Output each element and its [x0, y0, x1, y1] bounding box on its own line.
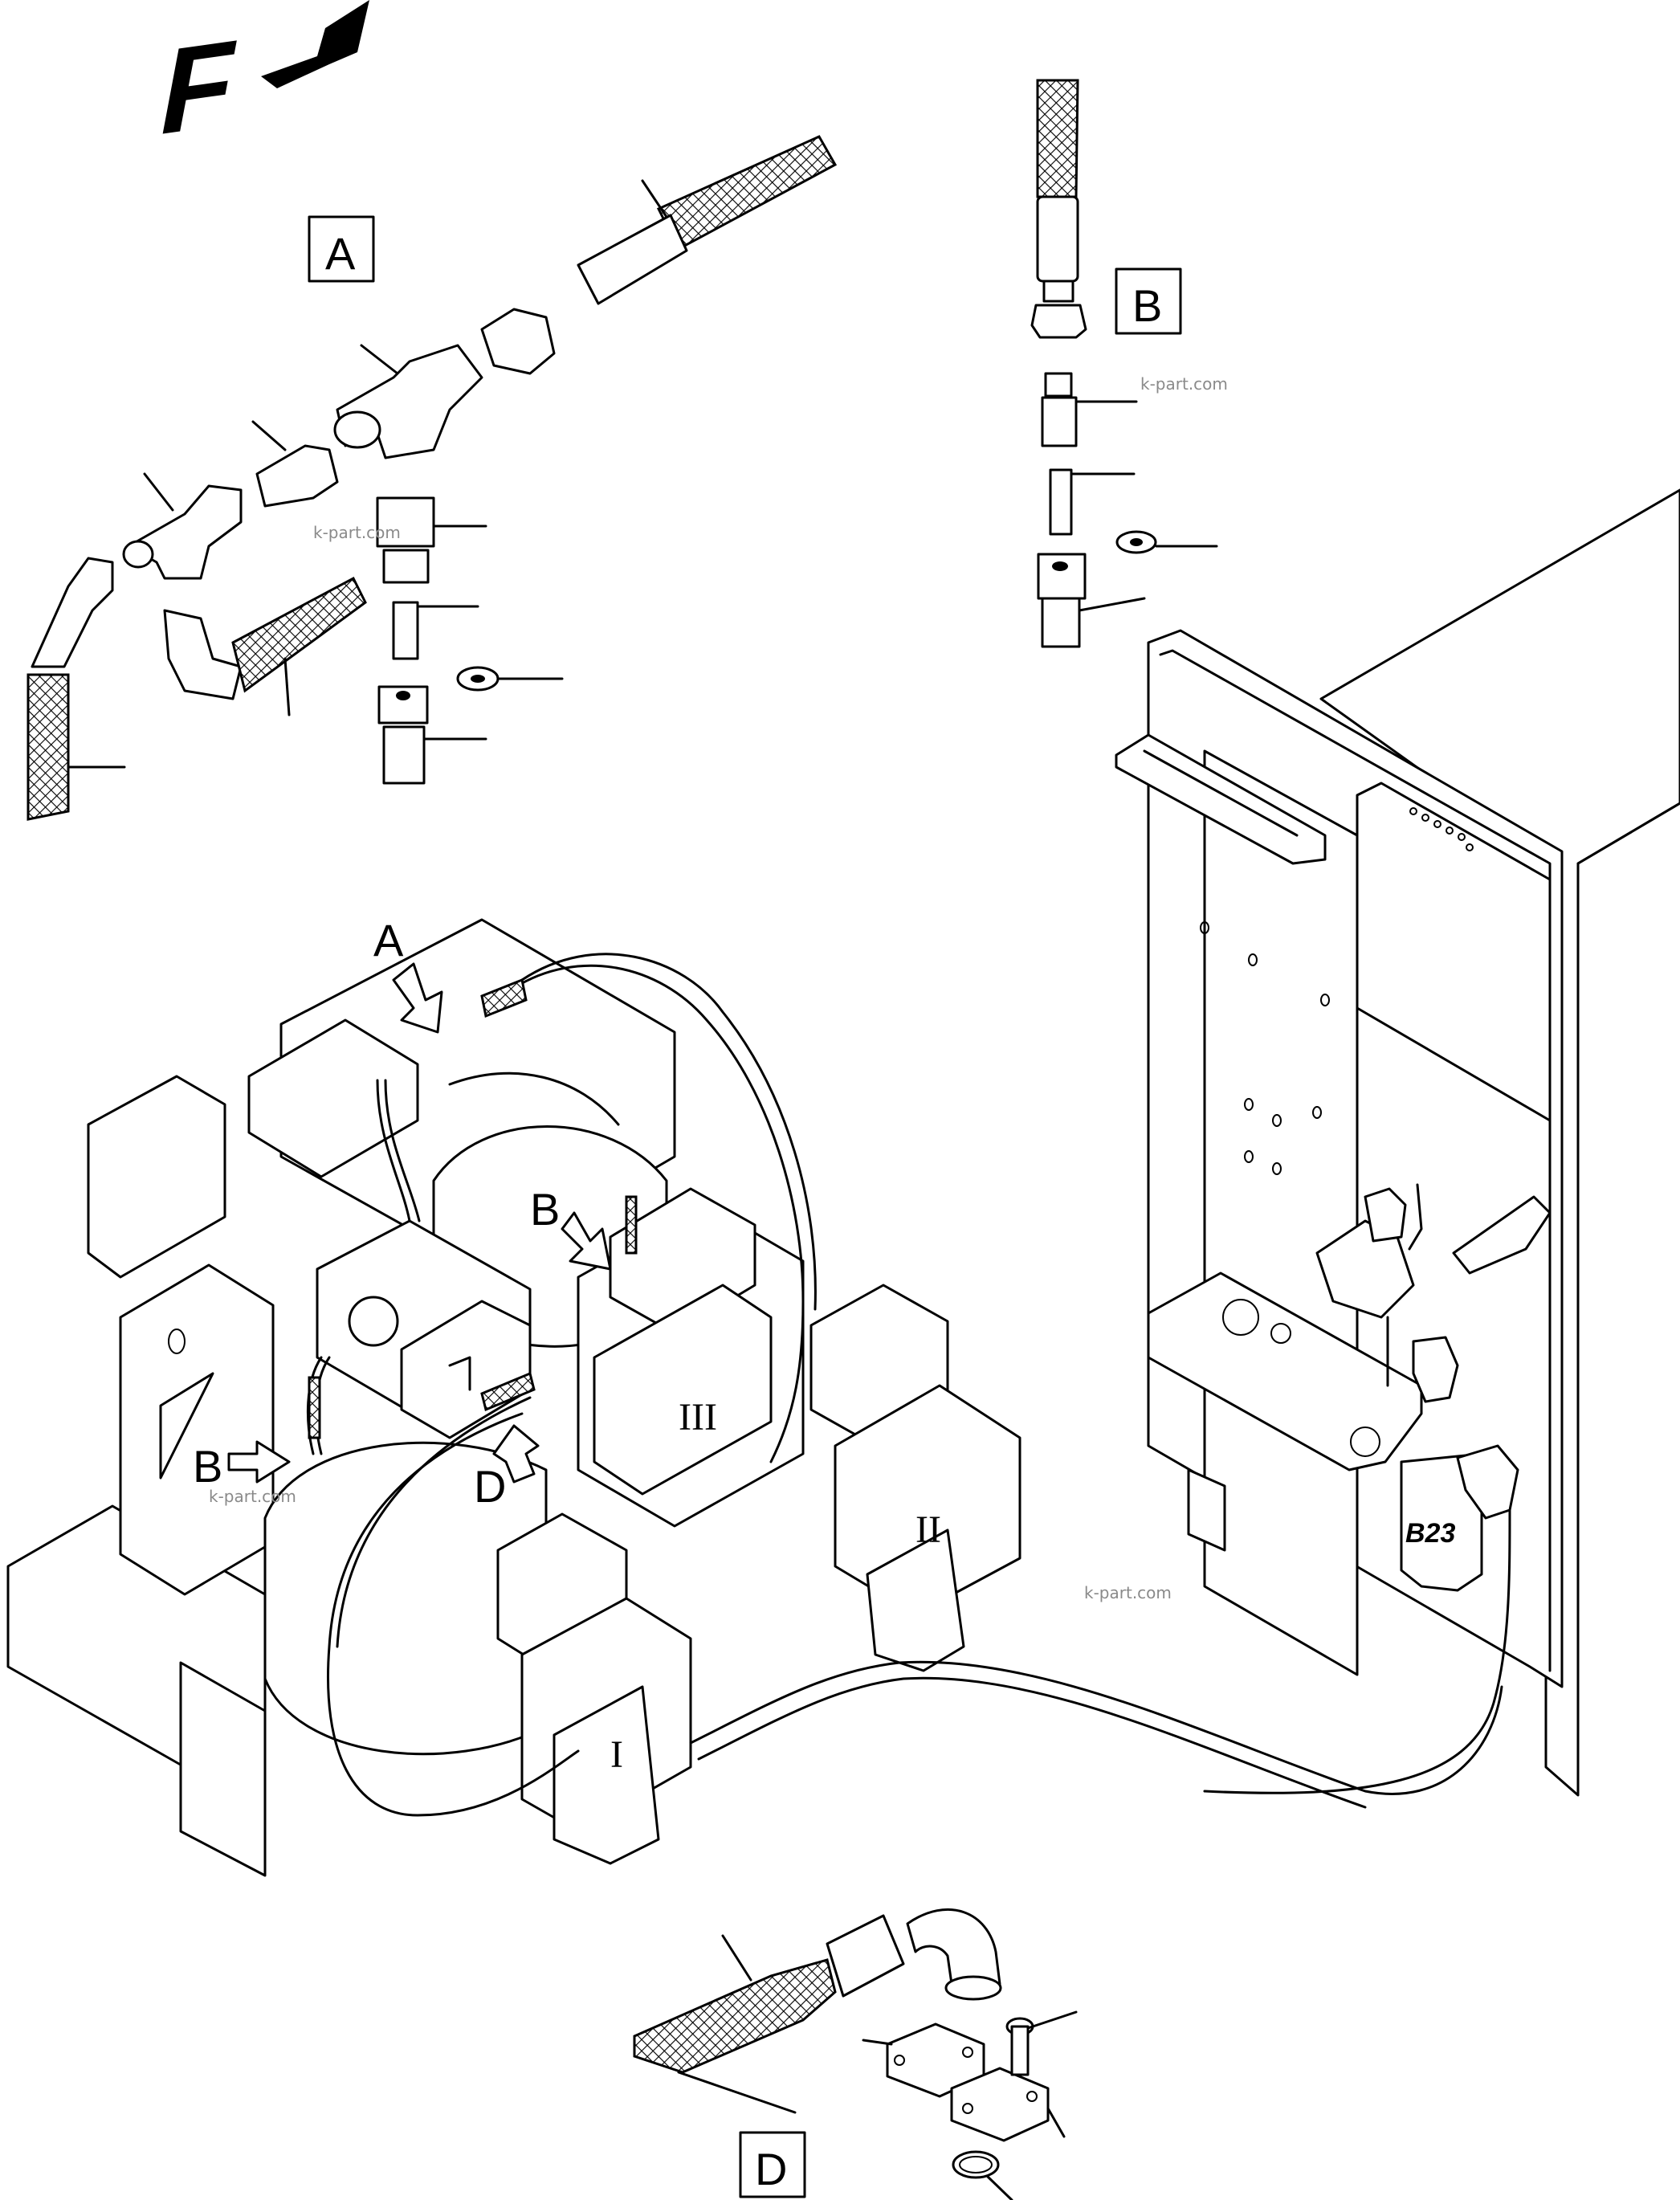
roman-one: I — [610, 1733, 623, 1776]
sensor-label: B23 — [1405, 1518, 1455, 1549]
hose-d-sleeve — [826, 1914, 905, 1998]
port-circle — [348, 1296, 399, 1347]
hose-segment-lower — [308, 1376, 321, 1439]
callout-b-lower-group: B k-part.com — [193, 1440, 296, 1506]
forward-arrow-icon — [261, 0, 369, 88]
detail-b-label: B — [1132, 280, 1162, 331]
motor-i-lower — [553, 1685, 660, 1865]
union-fitting — [382, 725, 426, 785]
hose-segment-b — [625, 1195, 638, 1255]
lever-bracket — [1452, 1195, 1552, 1275]
mounting-holes — [1200, 921, 1330, 1175]
callout-b-lower-arrow-icon — [227, 1440, 291, 1484]
gear-housing — [87, 1075, 226, 1279]
pressure-valve-block — [1315, 1219, 1415, 1319]
watermark-2: k-part.com — [1140, 374, 1228, 394]
cabinet-panel-assembly: B23 k-part.com — [1084, 488, 1680, 1797]
roman-three: III — [679, 1396, 717, 1439]
motor-ii-right-body — [834, 1384, 1021, 1616]
split-flange-lower — [950, 2067, 1050, 2142]
callout-b-upper-group: B — [530, 1184, 612, 1271]
nut-upper — [376, 496, 435, 548]
callout-d-group: D — [474, 1424, 540, 1512]
hose-left — [27, 673, 70, 821]
elbow-lower — [163, 609, 243, 700]
callout-d: D — [474, 1461, 506, 1512]
pipe-section — [392, 601, 419, 660]
detail-b: B k-part.com — [1030, 79, 1228, 648]
detail-d-label: D — [755, 2144, 787, 2194]
upper-panel-window — [1356, 782, 1552, 1122]
indicator-lights — [1409, 807, 1474, 851]
handle-bracket — [1115, 733, 1327, 865]
detail-b-box — [1115, 267, 1182, 335]
detail-d: D — [633, 1908, 1078, 2200]
direction-letter: F — [161, 14, 238, 160]
bolt-shank — [1010, 2025, 1030, 2076]
callout-a: A — [373, 915, 404, 965]
machine-assembly: III I II — [6, 918, 1021, 1877]
hose-segment-d — [480, 1371, 536, 1412]
detail-d-box — [739, 2131, 806, 2198]
watermark-3: k-part.com — [1084, 1583, 1172, 1602]
watermark-1: k-part.com — [313, 523, 401, 542]
callout-b-upper: B — [530, 1184, 560, 1235]
connector-plug — [1412, 1336, 1459, 1403]
hose-routing — [306, 953, 1503, 1817]
hose-sleeve — [577, 214, 688, 305]
watermark-4: k-part.com — [209, 1487, 296, 1506]
elbow-fitting — [127, 484, 243, 580]
hose-segment-a — [480, 978, 528, 1018]
motor-ii-plate — [593, 1284, 773, 1496]
callout-d-arrow-icon — [492, 1424, 540, 1484]
hose-lower — [231, 576, 367, 693]
hose-upper-right — [656, 135, 838, 251]
valve-shelf — [1147, 1271, 1423, 1471]
base-column — [179, 1661, 267, 1877]
slot-bracket — [1187, 1468, 1226, 1552]
roman-two: II — [915, 1508, 941, 1551]
callout-a-arrow-icon — [392, 962, 443, 1034]
flange-elbow — [906, 1908, 1001, 1986]
detail-a-box — [308, 215, 375, 283]
swivel-nut — [480, 308, 556, 375]
hose-d — [633, 1958, 837, 2074]
direction-marker: F — [161, 0, 369, 160]
pipe-b — [1049, 468, 1073, 536]
upper-block — [247, 1018, 419, 1178]
callout-a-group: A — [373, 915, 443, 1034]
detail-a: A k-part.com — [27, 135, 838, 821]
adapter-fitting — [255, 444, 339, 508]
hose-left-bend — [31, 557, 114, 668]
hex-nut-b — [1030, 304, 1087, 339]
detail-a-label: A — [325, 228, 356, 279]
hose-b — [1036, 79, 1079, 198]
valve-fitting-top — [1364, 1187, 1407, 1243]
callout-b-lower: B — [193, 1441, 222, 1492]
motor-ii-right-lower — [866, 1529, 965, 1672]
left-support — [119, 1263, 275, 1596]
callout-b-upper-arrow-icon — [561, 1211, 612, 1271]
mounting-plate — [1203, 749, 1359, 1676]
